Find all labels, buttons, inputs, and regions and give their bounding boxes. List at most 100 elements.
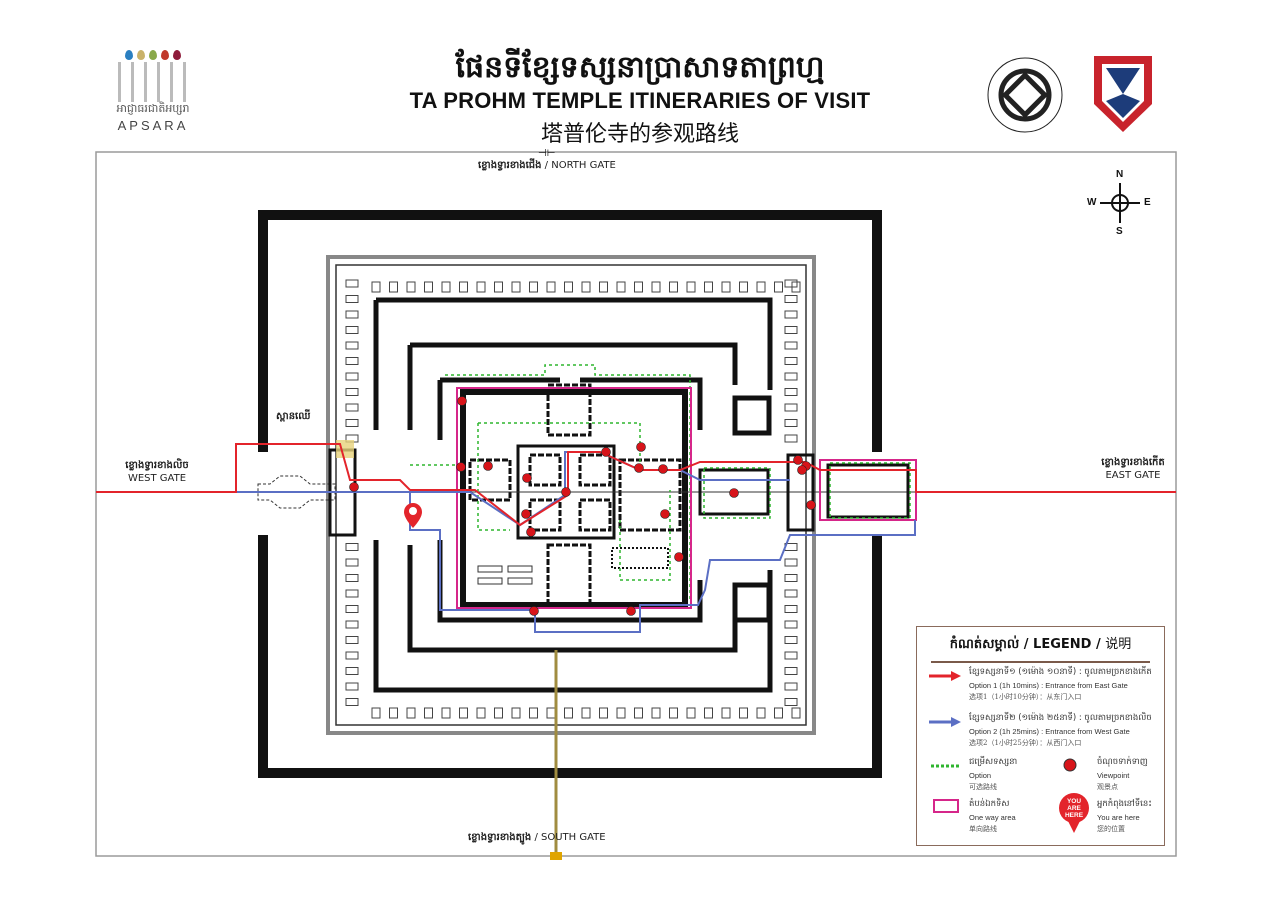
gallery-cell bbox=[784, 589, 798, 598]
viewpoint-marker bbox=[483, 461, 493, 471]
gallery-cell bbox=[599, 281, 608, 293]
gallery-cell bbox=[599, 707, 608, 719]
gallery-cell bbox=[739, 281, 748, 293]
gallery-cell bbox=[511, 281, 521, 293]
gallery-cell bbox=[424, 281, 433, 293]
gallery-cell bbox=[704, 707, 713, 719]
gallery-cell bbox=[345, 310, 359, 319]
gallery-cell bbox=[784, 574, 798, 582]
legend-you-are-here-icon: YOU ARE HERE bbox=[1059, 793, 1089, 835]
library-block bbox=[477, 565, 503, 573]
temple-structure bbox=[546, 383, 592, 437]
gallery-cell bbox=[459, 707, 468, 719]
you-are-here-marker bbox=[404, 503, 422, 528]
gallery-cell bbox=[784, 310, 798, 319]
gallery-cell bbox=[459, 281, 468, 293]
gallery-cell bbox=[511, 707, 521, 719]
temple-structure bbox=[546, 543, 592, 607]
drop-icon bbox=[137, 50, 145, 60]
gallery-cell bbox=[774, 281, 783, 293]
temple-structures bbox=[468, 383, 682, 607]
gallery-cell bbox=[756, 281, 766, 293]
gallery-cell bbox=[784, 341, 798, 350]
viewpoint-marker bbox=[634, 463, 644, 473]
svg-text:⊣⊢: ⊣⊢ bbox=[538, 148, 555, 159]
gallery-cell bbox=[651, 281, 661, 293]
viewpoint-marker bbox=[636, 442, 646, 452]
library-block bbox=[477, 577, 503, 585]
viewpoint-marker bbox=[561, 487, 571, 497]
gallery-cell bbox=[345, 605, 359, 613]
apsara-logo-km: អាជ្ញាធរជាតិអប្សរា bbox=[116, 102, 190, 115]
gallery-cell bbox=[441, 707, 451, 719]
gallery-cell bbox=[721, 281, 731, 293]
legend: កំណត់សម្គាល់ / LEGEND / 说明 ខ្សែទស្សនាទី១… bbox=[916, 626, 1165, 846]
drop-icon bbox=[125, 50, 133, 60]
gallery-cell bbox=[581, 281, 591, 293]
option1-route bbox=[96, 443, 1176, 527]
gallery-cell bbox=[784, 434, 798, 443]
legend-option2: ខ្សែទស្សនាទី២ (១ម៉ោង ២៥នាទី) : ចូលតាមច្រ… bbox=[969, 713, 1152, 747]
gallery-cell bbox=[345, 698, 359, 706]
compass-e: E bbox=[1144, 197, 1151, 208]
gallery-cell bbox=[784, 667, 798, 675]
east-structure bbox=[698, 468, 770, 516]
viewpoint-marker bbox=[529, 606, 539, 616]
gallery-cell bbox=[345, 651, 359, 660]
gallery-cell bbox=[669, 707, 678, 719]
gallery-cell bbox=[564, 281, 573, 293]
outer-enclosure-wall bbox=[258, 210, 882, 778]
compass-s: S bbox=[1116, 226, 1123, 237]
hall-of-dancers bbox=[611, 547, 669, 569]
gallery-cell bbox=[564, 707, 573, 719]
gallery-cell bbox=[389, 281, 398, 293]
gallery-cell bbox=[529, 707, 538, 719]
compass-w: W bbox=[1087, 197, 1097, 208]
gallery-cell bbox=[721, 707, 731, 719]
gallery-cell bbox=[784, 651, 798, 660]
optional-routes bbox=[410, 364, 911, 600]
gallery-cell bbox=[345, 388, 359, 396]
gallery-cell bbox=[345, 295, 359, 303]
viewpoint-marker bbox=[457, 396, 467, 406]
viewpoint-marker bbox=[349, 482, 359, 492]
gallery-cell bbox=[686, 707, 696, 719]
gallery-cell bbox=[784, 605, 798, 613]
gallery-cell bbox=[389, 707, 398, 719]
gallery-cell bbox=[784, 403, 798, 412]
viewpoint-marker bbox=[674, 552, 684, 562]
legend-option1: ខ្សែទស្សនាទី១ (១ម៉ោង ១០នាទី) : ចូលតាមច្រ… bbox=[969, 667, 1152, 701]
viewpoint-marker bbox=[522, 473, 532, 483]
gallery-cell bbox=[345, 341, 359, 350]
gallery-cell bbox=[345, 589, 359, 598]
gallery-cell bbox=[406, 707, 416, 719]
south-gate-marker bbox=[550, 852, 562, 860]
gallery-cell bbox=[774, 707, 783, 719]
viewpoint-marker bbox=[526, 527, 536, 537]
gallery-cell bbox=[345, 357, 359, 365]
gallery-cell bbox=[476, 707, 486, 719]
temple-structure bbox=[618, 458, 682, 532]
gallery-cell bbox=[784, 682, 798, 691]
temple-structure bbox=[528, 453, 562, 487]
drop-icon bbox=[149, 50, 157, 60]
viewpoint-marker bbox=[729, 488, 739, 498]
gallery-cell bbox=[345, 574, 359, 582]
compass-icon bbox=[1100, 183, 1140, 223]
compass-n: N bbox=[1116, 169, 1124, 180]
gallery-cell bbox=[546, 281, 556, 293]
gallery-cell bbox=[686, 281, 696, 293]
gallery-cell bbox=[784, 326, 798, 334]
gallery-cell bbox=[704, 281, 713, 293]
gallery-cell bbox=[345, 279, 359, 288]
gallery-cell bbox=[345, 636, 359, 644]
gallery-cell bbox=[634, 281, 643, 293]
gallery-cell bbox=[784, 620, 798, 629]
gallery-cell bbox=[345, 403, 359, 412]
gallery-cell bbox=[791, 707, 801, 719]
